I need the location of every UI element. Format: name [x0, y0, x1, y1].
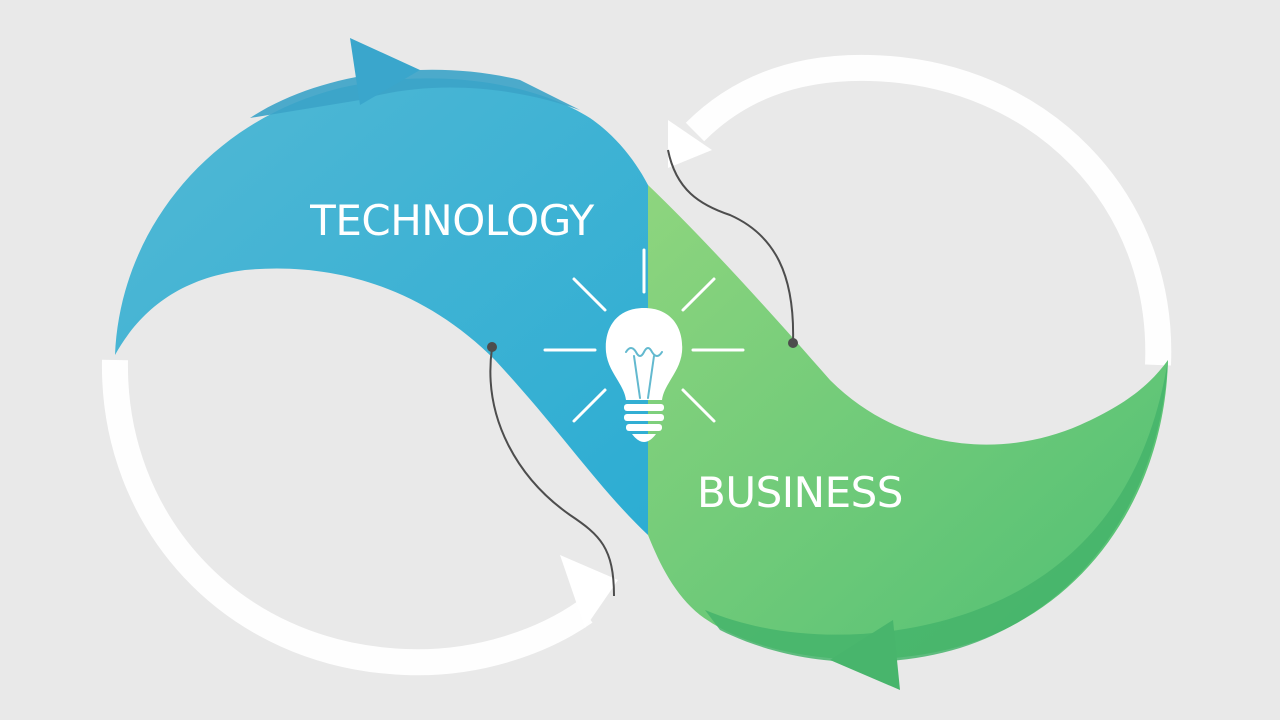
loop-arrow-right: [668, 54, 1172, 366]
connector-line-technology: [489, 347, 615, 597]
connector-dot-business: [788, 338, 798, 348]
technology-label: TECHNOLOGY: [309, 196, 594, 245]
technology-arrowhead-icon: [350, 38, 420, 105]
technology-band: [115, 38, 648, 535]
lightbulb-icon: [543, 248, 745, 442]
loop-arrow-left: [101, 359, 618, 676]
business-arrowhead-icon: [830, 620, 900, 690]
arrowhead-left-icon: [560, 555, 618, 628]
connector-dot-technology: [487, 342, 497, 352]
connectors: [487, 149, 798, 597]
connector-line-business: [667, 149, 795, 344]
business-label: BUSINESS: [697, 468, 903, 517]
arrowhead-right-icon: [668, 120, 712, 168]
business-band: [648, 185, 1168, 690]
